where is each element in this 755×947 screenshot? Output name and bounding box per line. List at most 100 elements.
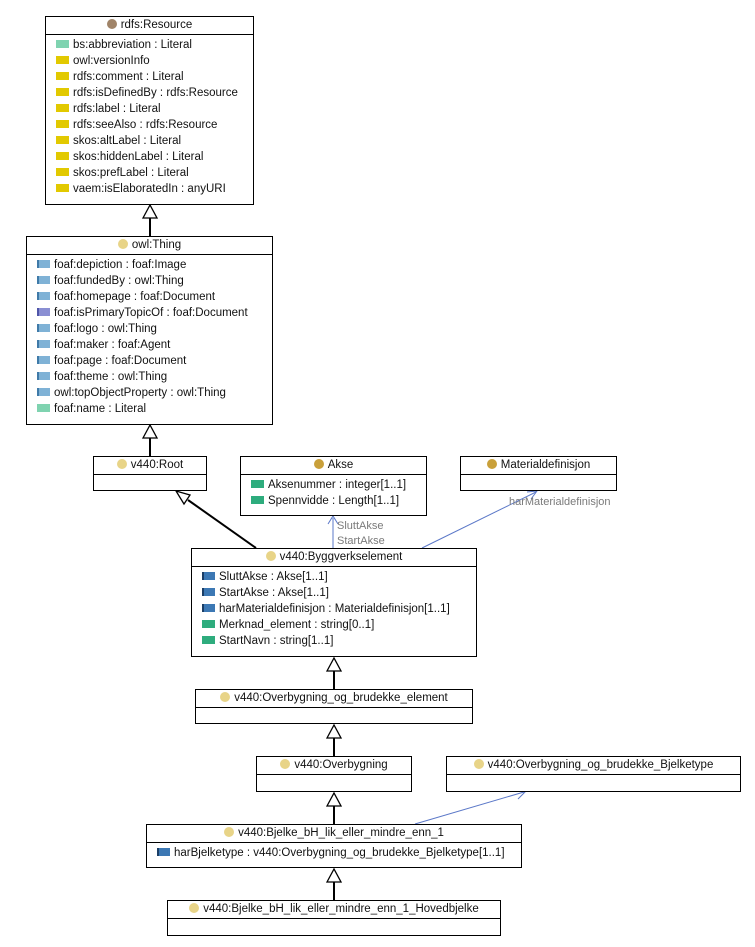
class-attributes: Aksenummer : integer[1..1] Spennvidde : L…: [241, 475, 426, 511]
attribute-row[interactable]: skos:hiddenLabel : Literal: [56, 149, 253, 165]
inheritance-thing-resource: [141, 203, 159, 236]
attribute-row[interactable]: StartNavn : string[1..1]: [202, 633, 476, 649]
attribute-row[interactable]: owl:topObjectProperty : owl:Thing: [37, 385, 272, 401]
class-title: v440:Overbygning_og_brudekke_Bjelketype: [487, 759, 714, 771]
datatype-property-icon: [202, 620, 215, 628]
attribute-row[interactable]: Aksenummer : integer[1..1]: [251, 477, 426, 493]
attribute-row[interactable]: SluttAkse : Akse[1..1]: [202, 569, 476, 585]
relation-icon: [202, 572, 215, 580]
attribute-row[interactable]: foaf:logo : owl:Thing: [37, 321, 272, 337]
class-hovedbjelke[interactable]: v440:Bjelke_bH_lik_eller_mindre_enn_1_Ho…: [167, 900, 501, 936]
class-materialdefinisjon[interactable]: Materialdefinisjon: [460, 456, 617, 491]
class-title: v440:Byggverkselement: [279, 551, 403, 563]
relation-icon: [202, 588, 215, 596]
class-circle-icon: [189, 903, 200, 913]
class-overbygning-og-brudekke-bjelketype[interactable]: v440:Overbygning_og_brudekke_Bjelketype: [446, 756, 741, 792]
attribute-label: rdfs:seeAlso : rdfs:Resource: [73, 119, 218, 131]
attribute-label: foaf:isPrimaryTopicOf : foaf:Document: [54, 307, 248, 319]
attribute-row[interactable]: skos:altLabel : Literal: [56, 133, 253, 149]
annotation-property-icon: [56, 184, 69, 192]
class-circle-icon: [265, 551, 276, 561]
attribute-row[interactable]: foaf:fundedBy : owl:Thing: [37, 273, 272, 289]
class-header: v440:Bjelke_bH_lik_eller_mindre_enn_1_Ho…: [168, 901, 500, 919]
attribute-row[interactable]: rdfs:comment : Literal: [56, 69, 253, 85]
attribute-label: foaf:maker : foaf:Agent: [54, 339, 171, 351]
class-title: v440:Bjelke_bH_lik_eller_mindre_enn_1: [238, 827, 444, 839]
class-v440-root[interactable]: v440:Root: [93, 456, 207, 491]
class-circle-icon: [106, 19, 117, 29]
class-title: v440:Bjelke_bH_lik_eller_mindre_enn_1_Ho…: [203, 903, 479, 915]
attribute-label: Aksenummer : integer[1..1]: [268, 479, 407, 491]
class-attributes: [196, 708, 472, 712]
attribute-row[interactable]: skos:prefLabel : Literal: [56, 165, 253, 181]
attribute-row[interactable]: rdfs:seeAlso : rdfs:Resource: [56, 117, 253, 133]
inheritance-root-thing: [141, 423, 159, 456]
class-attributes: [461, 475, 616, 479]
class-attributes: foaf:depiction : foaf:Image foaf:fundedBy…: [27, 255, 272, 419]
attribute-row[interactable]: foaf:isPrimaryTopicOf : foaf:Document: [37, 305, 272, 321]
attribute-label: Merknad_element : string[0..1]: [219, 619, 375, 631]
class-title: v440:Overbygning: [294, 759, 388, 771]
object-property-icon: [37, 356, 50, 364]
attribute-row[interactable]: owl:versionInfo: [56, 53, 253, 69]
class-title: v440:Overbygning_og_brudekke_element: [234, 692, 448, 704]
class-circle-icon: [224, 827, 235, 837]
attribute-row[interactable]: harMaterialdefinisjon : Materialdefinisj…: [202, 601, 476, 617]
datatype-property-icon: [37, 404, 50, 412]
attribute-row[interactable]: Spennvidde : Length[1..1]: [251, 493, 426, 509]
attribute-row[interactable]: foaf:page : foaf:Document: [37, 353, 272, 369]
class-circle-icon: [280, 759, 291, 769]
attribute-label: foaf:name : Literal: [54, 403, 147, 415]
class-circle-icon: [117, 239, 128, 249]
inheritance-bjelke-overbygning: [325, 791, 343, 824]
class-overbygning[interactable]: v440:Overbygning: [256, 756, 412, 792]
attribute-label: foaf:depiction : foaf:Image: [54, 259, 187, 271]
inheritance-element-byggverkselement: [325, 656, 343, 689]
attribute-row[interactable]: foaf:theme : owl:Thing: [37, 369, 272, 385]
edge-label-slutt-akse: SluttAkse: [337, 520, 384, 532]
attribute-row[interactable]: rdfs:isDefinedBy : rdfs:Resource: [56, 85, 253, 101]
attribute-row[interactable]: harBjelketype : v440:Overbygning_og_brud…: [157, 845, 521, 861]
class-circle-icon: [220, 692, 231, 702]
relation-icon: [202, 604, 215, 612]
association-bjelketype: [414, 790, 527, 825]
class-title: Materialdefinisjon: [500, 459, 591, 471]
object-property-icon: [37, 372, 50, 380]
attribute-label: foaf:homepage : foaf:Document: [54, 291, 216, 303]
class-header: Materialdefinisjon: [461, 457, 616, 475]
class-circle-icon: [116, 459, 127, 469]
attribute-row[interactable]: foaf:name : Literal: [37, 401, 272, 417]
attribute-label: harMaterialdefinisjon : Materialdefinisj…: [219, 603, 450, 615]
attribute-row[interactable]: rdfs:label : Literal: [56, 101, 253, 117]
datatype-property-icon: [202, 636, 215, 644]
attribute-row[interactable]: foaf:depiction : foaf:Image: [37, 257, 272, 273]
attribute-label: owl:topObjectProperty : owl:Thing: [54, 387, 226, 399]
attribute-label: rdfs:isDefinedBy : rdfs:Resource: [73, 87, 238, 99]
class-header: Akse: [241, 457, 426, 475]
inheritance-hovedbjelke-bjelke: [325, 867, 343, 900]
object-property-icon: [37, 324, 50, 332]
attribute-row[interactable]: bs:abbreviation : Literal: [56, 37, 253, 53]
datatype-property-icon: [251, 480, 264, 488]
class-header: rdfs:Resource: [46, 17, 253, 35]
class-header: v440:Bjelke_bH_lik_eller_mindre_enn_1: [147, 825, 521, 843]
edge-label-har-materialdefinisjon: harMaterialdefinisjon: [509, 496, 611, 508]
attribute-label: vaem:isElaboratedIn : anyURI: [73, 183, 226, 195]
class-title: rdfs:Resource: [120, 19, 193, 31]
attribute-row[interactable]: foaf:homepage : foaf:Document: [37, 289, 272, 305]
attribute-row[interactable]: vaem:isElaboratedIn : anyURI: [56, 181, 253, 197]
object-property-icon: [37, 260, 50, 268]
attribute-row[interactable]: StartAkse : Akse[1..1]: [202, 585, 476, 601]
class-overbygning-og-brudekke-element[interactable]: v440:Overbygning_og_brudekke_element: [195, 689, 473, 724]
class-header: v440:Byggverkselement: [192, 549, 476, 567]
annotation-property-icon: [56, 168, 69, 176]
object-property-icon: [37, 340, 50, 348]
attribute-row[interactable]: foaf:maker : foaf:Agent: [37, 337, 272, 353]
attribute-row[interactable]: Merknad_element : string[0..1]: [202, 617, 476, 633]
annotation-property-icon: [56, 136, 69, 144]
